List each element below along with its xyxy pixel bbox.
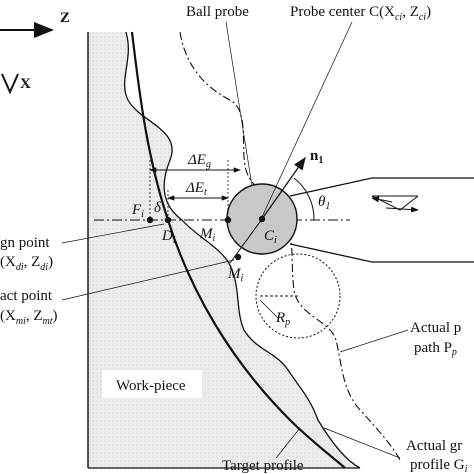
- rp-leader: [259, 299, 279, 319]
- M-lower-label: Mi: [227, 266, 244, 284]
- x-axis-arrow: [1, 73, 19, 95]
- leader-ball-probe: [225, 21, 253, 187]
- point-M-upper: [224, 216, 232, 224]
- work-piece-label-bg: [102, 370, 202, 398]
- F-label: Fi: [131, 202, 144, 220]
- design-point-label-2: (Xdi, Zdi): [0, 254, 53, 273]
- leader-probe-center: [261, 21, 353, 218]
- motion-arrow-left: [371, 196, 393, 203]
- probe-motion-arrows: [371, 195, 419, 211]
- delta-label: δ: [154, 200, 162, 216]
- point-M-lower: [234, 253, 242, 261]
- probe-center-label: Probe center C(Xci, Zci): [290, 4, 431, 23]
- z-axis-label: Z: [60, 10, 70, 26]
- actual-path-label-2: path Pp: [414, 340, 457, 358]
- point-C: [258, 215, 266, 223]
- actual-ground-profile: [123, 31, 361, 469]
- leader-actual-path: [339, 329, 409, 353]
- actual-path-label-1: Actual p: [410, 320, 461, 336]
- target-profile-curve: [130, 31, 346, 469]
- leader-contact-point: [61, 259, 235, 301]
- delta-eg-label: ΔEg: [187, 152, 211, 170]
- x-axis-label: X: [20, 76, 31, 92]
- D-label: Di: [161, 228, 176, 246]
- motion-arrow-right: [385, 206, 419, 213]
- n1-label: n1: [310, 148, 323, 166]
- theta-arc: [293, 177, 315, 221]
- C-label: Ci: [264, 228, 277, 246]
- normal-vector-n1: [261, 156, 306, 220]
- theta-label: θ1: [318, 194, 330, 212]
- workpiece-region: [88, 32, 360, 468]
- M-upper-label: Mi: [199, 226, 216, 244]
- previous-probe-circle: [255, 253, 341, 339]
- contact-point-label-2: (Xmi, Zmt): [0, 308, 58, 327]
- leader-design-point: [61, 223, 165, 244]
- work-piece-label: Work-piece: [116, 378, 186, 394]
- ball-probe-label: Ball probe: [186, 4, 249, 20]
- actual-profile-label-2: profile Gi: [410, 457, 468, 474]
- Rp-label: Rp: [275, 310, 290, 328]
- point-F: [146, 216, 154, 224]
- point-D: [164, 216, 172, 224]
- design-point-label-1: gn point: [0, 235, 50, 251]
- leader-target-profile: [275, 427, 301, 459]
- delta-et-label: ΔEt: [185, 180, 207, 198]
- leader-actual-profile: [323, 427, 401, 459]
- contact-point-label-1: act point: [0, 288, 53, 304]
- target-profile-label: Target profile: [222, 458, 304, 474]
- probe-stylus: [289, 177, 474, 263]
- actual-profile-label-1: Actual gr: [406, 438, 462, 454]
